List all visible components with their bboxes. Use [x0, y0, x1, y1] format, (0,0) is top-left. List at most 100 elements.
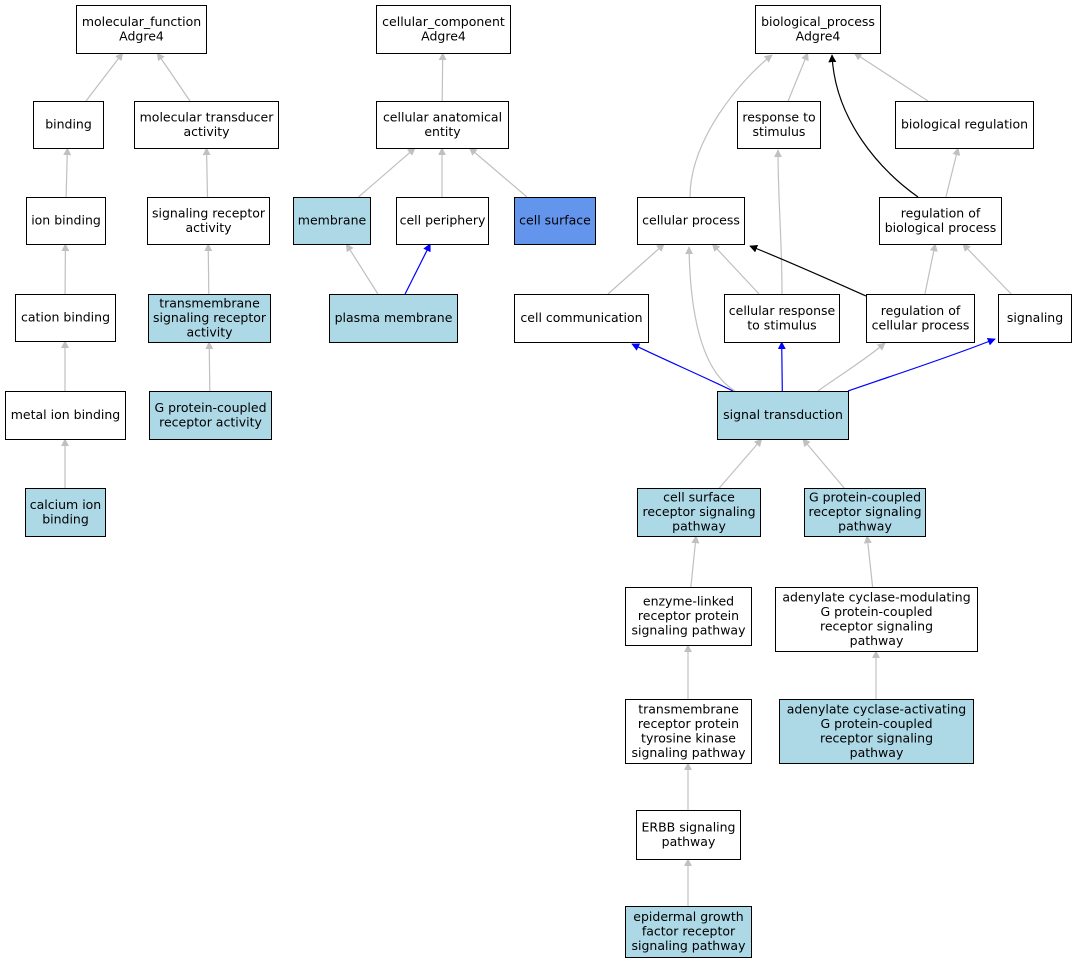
term-label-line: regulation of: [901, 205, 981, 220]
term-node-cperi[interactable]: cell periphery: [396, 197, 489, 245]
term-box: [636, 810, 741, 860]
term-label-line: signaling: [1007, 310, 1063, 325]
term-label-line: signaling pathway: [632, 745, 747, 760]
term-box: [625, 699, 752, 764]
term-label-line: cell surface: [663, 490, 735, 505]
term-node-pm[interactable]: plasma membrane: [329, 294, 458, 343]
term-node-st[interactable]: signal transduction: [717, 391, 849, 440]
term-box: [625, 906, 752, 958]
term-label-line: pathway: [850, 633, 904, 648]
term-node-ccomm[interactable]: cell communication: [514, 294, 649, 343]
term-box: [717, 391, 849, 440]
term-label-line: cell communication: [520, 310, 642, 325]
term-label-line: cellular_component: [382, 14, 505, 29]
term-label-line: receptor protein: [638, 716, 739, 731]
term-box: [637, 488, 761, 537]
term-label-line: Adgre4: [796, 28, 841, 43]
term-label-line: biological process: [885, 220, 997, 235]
edge-binding-to-mf: [85, 52, 124, 102]
edge-st-to-rcp: [817, 342, 886, 392]
term-label-line: entity: [424, 124, 461, 139]
term-box: [376, 5, 511, 54]
term-label-line: receptor signaling: [642, 504, 755, 519]
edge-st-to-ccomm: [631, 343, 734, 392]
term-box: [637, 197, 745, 245]
term-box: [134, 101, 279, 149]
term-node-binding[interactable]: binding: [33, 101, 104, 149]
term-label-line: pathway: [662, 834, 716, 849]
term-box: [895, 101, 1034, 149]
term-label-line: biological regulation: [901, 117, 1028, 132]
term-label-line: cation binding: [21, 310, 110, 325]
term-box: [998, 294, 1072, 343]
term-label-line: molecular_function: [82, 14, 201, 29]
term-label-line: epidermal growth: [633, 909, 743, 924]
edges-layer: [61, 52, 1012, 906]
term-label-line: binding: [42, 511, 89, 526]
term-label-line: cellular process: [642, 213, 740, 228]
term-label-line: activity: [186, 325, 233, 340]
term-box: [625, 587, 752, 646]
term-box: [26, 197, 106, 245]
term-node-membrane[interactable]: membrane: [293, 197, 371, 245]
term-label-line: cellular anatomical: [383, 109, 502, 124]
term-node-mib[interactable]: metal ion binding: [5, 391, 126, 440]
term-node-csurf[interactable]: cell surface: [514, 197, 596, 245]
term-label-line: cellular process: [872, 317, 970, 332]
term-label-line: signaling pathway: [632, 938, 747, 953]
term-node-cproc[interactable]: cellular process: [637, 197, 745, 245]
term-label-line: binding: [45, 117, 92, 132]
term-box: [76, 5, 207, 54]
term-label-line: G protein-coupled: [809, 490, 921, 505]
term-label-line: to stimulus: [747, 317, 816, 332]
edge-ccomm-to-cproc: [607, 243, 665, 295]
term-box: [148, 294, 271, 343]
term-label-line: ERBB signaling: [641, 819, 735, 834]
term-label-line: Adgre4: [421, 28, 466, 43]
term-node-breg[interactable]: biological regulation: [895, 101, 1034, 149]
term-label-line: signaling receptor: [152, 205, 266, 220]
term-label-line: stimulus: [753, 124, 806, 139]
term-box: [25, 488, 106, 537]
term-label-line: G protein-coupled: [820, 604, 932, 619]
term-label-line: G protein-coupled: [820, 716, 932, 731]
term-box: [147, 197, 270, 245]
edge-st-to-signaling: [847, 337, 996, 392]
term-box: [804, 488, 926, 537]
term-node-ionb[interactable]: ion binding: [26, 197, 106, 245]
edge-elrp-to-csrsp: [690, 535, 700, 588]
term-box: [376, 101, 509, 149]
term-box: [879, 197, 1002, 245]
term-box: [15, 294, 116, 342]
term-label-line: calcium ion: [30, 497, 101, 512]
edge-st-to-cproc: [685, 246, 736, 392]
term-label-line: receptor activity: [159, 414, 262, 429]
term-node-signaling[interactable]: signaling: [998, 294, 1072, 343]
term-label-line: factor receptor: [642, 924, 736, 939]
term-node-catb[interactable]: cation binding: [15, 294, 116, 342]
term-label-line: response to: [742, 109, 815, 124]
term-label-line: biological_process: [761, 14, 875, 29]
edge-gpcrsp-to-st: [802, 438, 845, 489]
